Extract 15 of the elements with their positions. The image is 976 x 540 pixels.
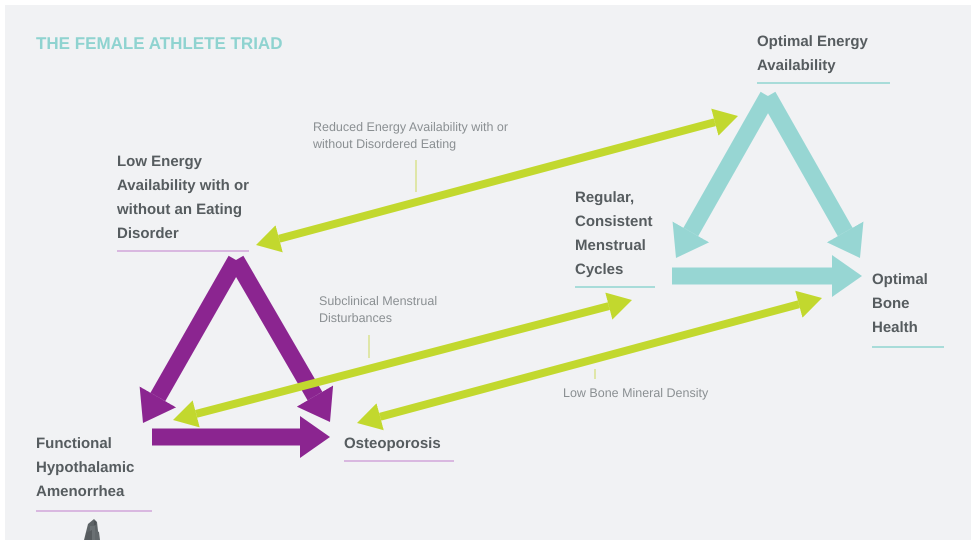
node-label: Low Energy Availability with or without an Eating Disorder [117, 152, 249, 244]
edge-label: Subclinical Menstrual Disturbances [319, 293, 438, 327]
node-label: Functional Hypothalamic Amenorrhea [36, 434, 136, 502]
node-label: Optimal Energy Availability [757, 32, 869, 76]
edge-label: Low Bone Mineral Density [563, 385, 710, 402]
arrow [152, 416, 330, 458]
node-label: Optimal Bone Health [872, 270, 929, 338]
title: THE FEMALE ATHLETE TRIAD [36, 34, 282, 54]
arrow [357, 290, 822, 430]
node-label: Osteoporosis [344, 434, 442, 454]
node-label: Regular, Consistent Menstrual Cycles [575, 188, 654, 280]
arrow [173, 292, 632, 428]
arrow [256, 108, 738, 252]
arrow [672, 255, 862, 297]
edge-label: Reduced Energy Availability with or without Disordered Eating [313, 119, 510, 153]
